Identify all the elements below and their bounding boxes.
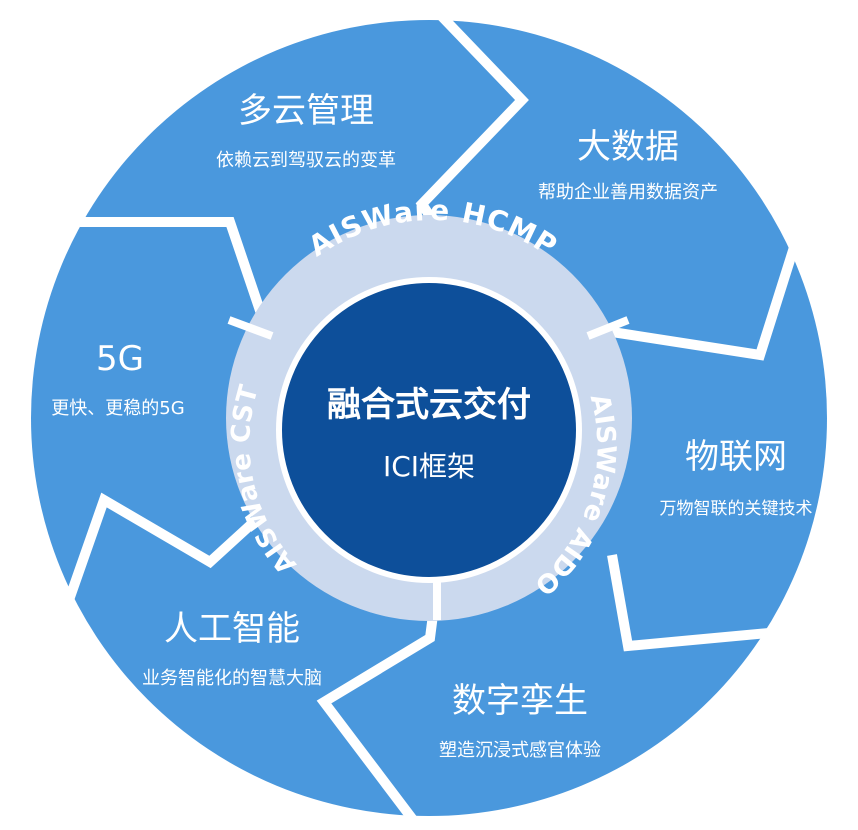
core-circle — [276, 277, 582, 583]
segment-digital-twin: 数字孪生 塑造沉浸式感官体验 — [439, 681, 601, 761]
segment-title: 数字孪生 — [452, 681, 588, 721]
segment-ai: 人工智能 业务智能化的智慧大脑 — [142, 609, 322, 689]
segment-subtitle: 更快、更稳的5G — [51, 398, 184, 419]
divider-iot-digitaltwin — [607, 554, 856, 652]
core-subtitle: ICI框架 — [383, 450, 475, 483]
divider-ai-5g — [57, 492, 260, 622]
divider-bigdata-iot — [611, 220, 807, 361]
segment-big-data: 大数据 帮助企业善用数据资产 — [538, 127, 718, 203]
segment-subtitle: 业务智能化的智慧大脑 — [142, 668, 322, 689]
segment-title: 5G — [96, 339, 144, 379]
ring-dividers — [227, 316, 630, 620]
segment-iot: 物联网 万物智联的关键技术 — [660, 437, 813, 519]
segment-subtitle: 依赖云到驾驭云的变革 — [216, 150, 396, 171]
segment-title: 大数据 — [577, 127, 679, 167]
segment-title: 人工智能 — [164, 609, 300, 649]
core-title: 融合式云交付 — [327, 385, 531, 425]
segment-5g: 5G 更快、更稳的5G — [51, 339, 184, 419]
segment-subtitle: 帮助企业善用数据资产 — [538, 182, 718, 203]
segment-subtitle: 塑造沉浸式感官体验 — [439, 740, 601, 761]
segment-subtitle: 万物智联的关键技术 — [660, 499, 813, 519]
segment-multi-cloud: 多云管理 依赖云到驾驭云的变革 — [216, 91, 396, 171]
divider-5g-multicloud — [80, 217, 277, 348]
segment-title: 物联网 — [685, 437, 787, 477]
segment-title: 多云管理 — [238, 91, 374, 131]
